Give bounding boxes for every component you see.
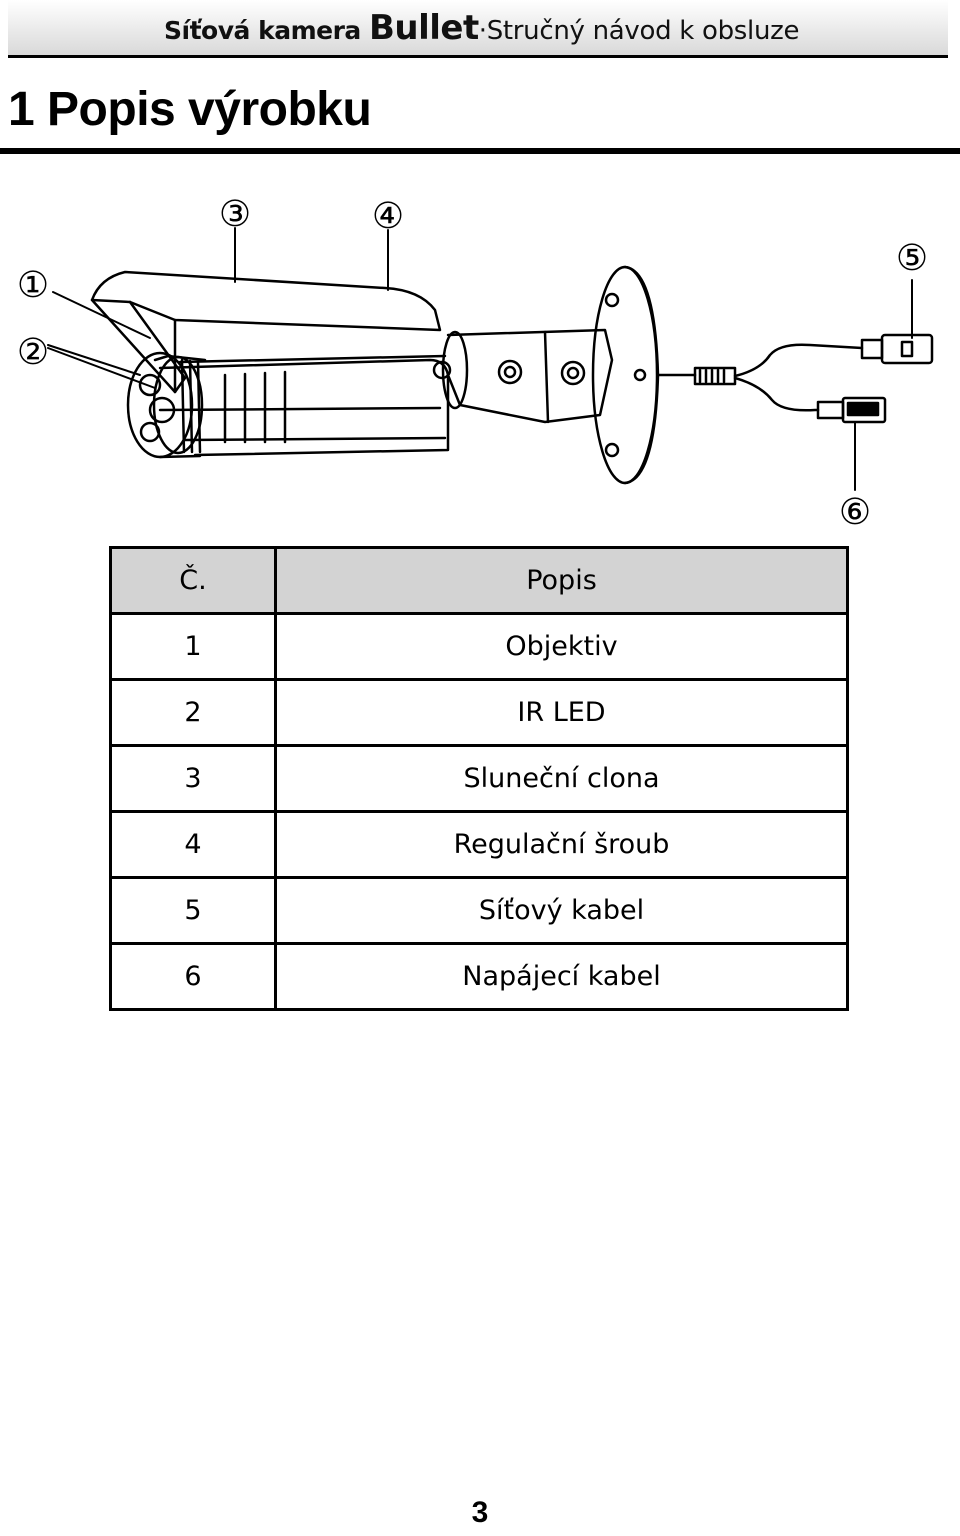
table-row: 5 Síťový kabel (109, 876, 849, 945)
row-description: Síťový kabel (274, 876, 849, 945)
leader-lines (47, 227, 913, 491)
table-row: 2 IR LED (109, 678, 849, 747)
header-text: Síťová kamera Bullet·Stručný návod k obs… (164, 8, 800, 48)
callout-6: ⑥ (839, 492, 871, 533)
cables (656, 333, 934, 424)
column-header-number: Č. (109, 546, 277, 615)
callout-2: ② (17, 332, 49, 373)
bracket-arm (441, 328, 614, 424)
title-rule (0, 148, 960, 154)
parts-table: Č. Popis 1 Objektiv 2 IR LED 3 Sluneční … (109, 546, 849, 1011)
row-description: Napájecí kabel (274, 942, 849, 1011)
table-row: 3 Sluneční clona (109, 744, 849, 813)
callout-3: ③ (219, 194, 251, 235)
row-number: 2 (109, 678, 277, 747)
section-title: 1 Popis výrobku (8, 83, 372, 136)
running-header: Síťová kamera Bullet·Stručný návod k obs… (8, 0, 948, 58)
row-description: Objektiv (274, 612, 849, 681)
callout-5: ⑤ (896, 238, 928, 279)
mounting-base (591, 265, 660, 485)
page-number: 3 (471, 1496, 489, 1529)
callout-1: ① (17, 265, 49, 306)
lens-assembly (126, 351, 207, 459)
callout-4: ④ (372, 196, 404, 237)
row-number: 6 (109, 942, 277, 1011)
row-number: 3 (109, 744, 277, 813)
table-row: 4 Regulační šroub (109, 810, 849, 879)
row-number: 1 (109, 612, 277, 681)
row-number: 4 (109, 810, 277, 879)
header-product-type: Síťová kamera (164, 16, 369, 45)
row-description: Regulační šroub (274, 810, 849, 879)
camera-diagram: ① ② ③ ④ ⑤ ⑥ (17, 194, 934, 533)
sun-shield (90, 270, 447, 394)
row-description: IR LED (274, 678, 849, 747)
table-row: 1 Objektiv (109, 612, 849, 681)
header-product-name: Bullet (368, 8, 479, 48)
column-header-description: Popis (274, 546, 849, 615)
table-row: 6 Napájecí kabel (109, 942, 849, 1011)
table-header-row: Č. Popis (109, 546, 849, 615)
row-description: Sluneční clona (274, 744, 849, 813)
row-number: 5 (109, 876, 277, 945)
header-doc-type: ·Stručný návod k obsluze (478, 16, 800, 46)
camera-body (158, 358, 452, 457)
